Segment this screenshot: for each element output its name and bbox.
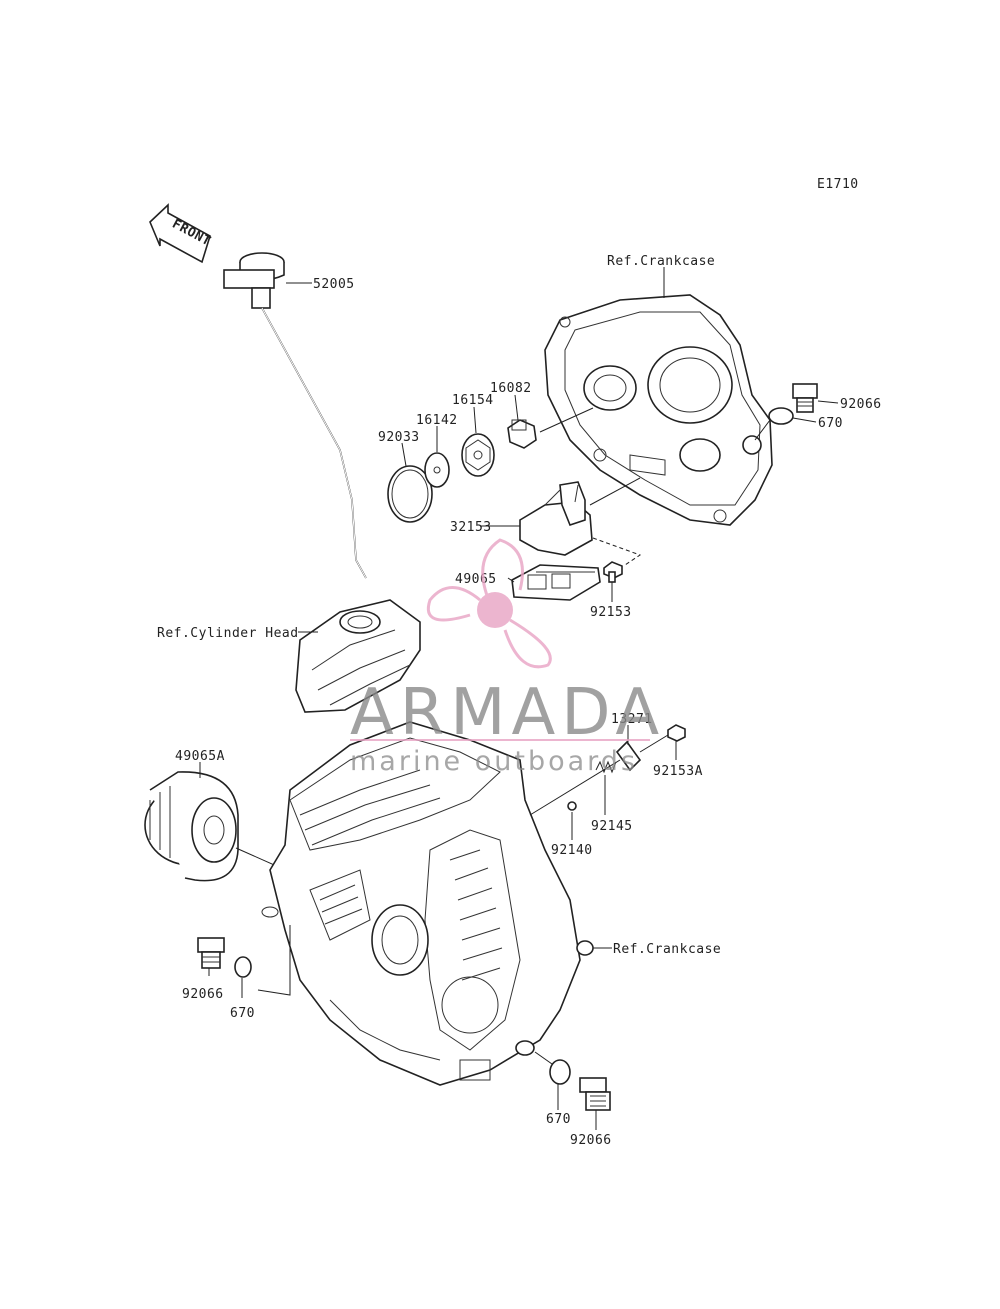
inner-rotor-part <box>507 419 537 449</box>
watermark-subtitle: marine outboards <box>350 746 638 777</box>
pump-housing-part <box>519 481 593 556</box>
drain-plug-top-part <box>792 383 818 413</box>
relief-ball-part <box>567 801 577 811</box>
o-ring-bottom-part <box>549 1059 571 1085</box>
bolt-92153-part <box>603 561 623 583</box>
label-92066-top: 92066 <box>840 397 882 412</box>
label-670-left: 670 <box>230 1006 255 1021</box>
label-13271: 13271 <box>611 712 653 727</box>
label-52005: 52005 <box>313 277 355 292</box>
o-ring-top-part <box>768 407 794 425</box>
label-92153: 92153 <box>590 605 632 620</box>
o-ring-left-part <box>234 956 252 978</box>
ref-cylinder-head: Ref.Cylinder Head <box>157 626 299 641</box>
label-92145: 92145 <box>591 819 633 834</box>
relief-cover-part <box>615 740 642 772</box>
label-49065: 49065 <box>455 572 497 587</box>
label-32153: 32153 <box>450 520 492 535</box>
label-49065A: 49065A <box>175 749 225 764</box>
relief-spring-part <box>595 760 617 774</box>
label-92153A: 92153A <box>653 764 703 779</box>
pump-plate-part <box>424 452 450 488</box>
label-670-top: 670 <box>818 416 843 431</box>
bolt-92153A-part <box>667 724 686 742</box>
oil-strainer-part <box>511 564 601 601</box>
ref-crankcase-top: Ref.Crankcase <box>607 254 715 269</box>
label-92066-left: 92066 <box>182 987 224 1002</box>
diagram-code: E1710 <box>817 177 859 192</box>
dipstick-part <box>223 252 367 579</box>
cylinder-head-part <box>295 599 421 713</box>
label-16082: 16082 <box>490 381 532 396</box>
front-arrow-icon: FRONT <box>149 203 213 264</box>
label-16142: 16142 <box>416 413 458 428</box>
label-92140: 92140 <box>551 843 593 858</box>
crankcase-body-part <box>261 721 594 1086</box>
label-670-bottom: 670 <box>546 1112 571 1127</box>
label-16154: 16154 <box>452 393 494 408</box>
ref-crankcase-right: Ref.Crankcase <box>613 942 721 957</box>
crankcase-cover-part <box>544 294 773 526</box>
watermark-title: ARMADA <box>350 676 665 750</box>
label-92033: 92033 <box>378 430 420 445</box>
oil-filter-part <box>144 771 239 882</box>
outer-rotor-part <box>461 433 495 477</box>
snap-ring-part <box>387 465 433 523</box>
label-92066-bottom: 92066 <box>570 1133 612 1148</box>
drain-plug-left-part <box>197 937 225 969</box>
watermark-logo <box>427 538 552 669</box>
drain-plug-bottom-part <box>579 1077 611 1111</box>
